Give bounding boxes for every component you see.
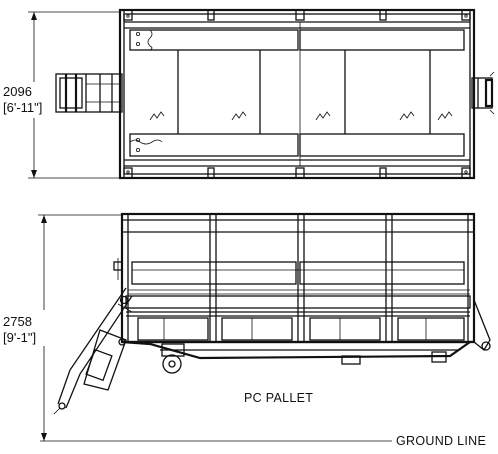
tow-bar xyxy=(53,258,133,415)
top-width-mm: 2096 xyxy=(3,84,32,99)
ground-line: GROUND LINE xyxy=(40,434,486,448)
top-view: 2096 [6'-11"] xyxy=(0,8,495,180)
ground-line-label: GROUND LINE xyxy=(396,434,486,448)
seatbelt-icons xyxy=(149,111,453,121)
left-hitch xyxy=(55,73,123,113)
side-height-mm: 2758 xyxy=(3,314,32,329)
pallet-skid xyxy=(121,340,474,374)
pallet-frame-side xyxy=(120,212,491,351)
side-view: 2758 [9'-1"] GROUND LINE xyxy=(0,212,491,448)
top-width-ft: [6'-11"] xyxy=(3,100,42,115)
side-height-ft: [9'-1"] xyxy=(3,330,36,345)
side-view-dimension: 2758 [9'-1"] xyxy=(0,214,122,441)
caster-wheel xyxy=(161,343,185,374)
pallet-frame-top xyxy=(118,8,476,180)
side-view-caption: PC PALLET xyxy=(244,391,313,405)
right-hitch xyxy=(471,71,495,115)
top-view-dimension: 2096 [6'-11"] xyxy=(0,11,120,179)
